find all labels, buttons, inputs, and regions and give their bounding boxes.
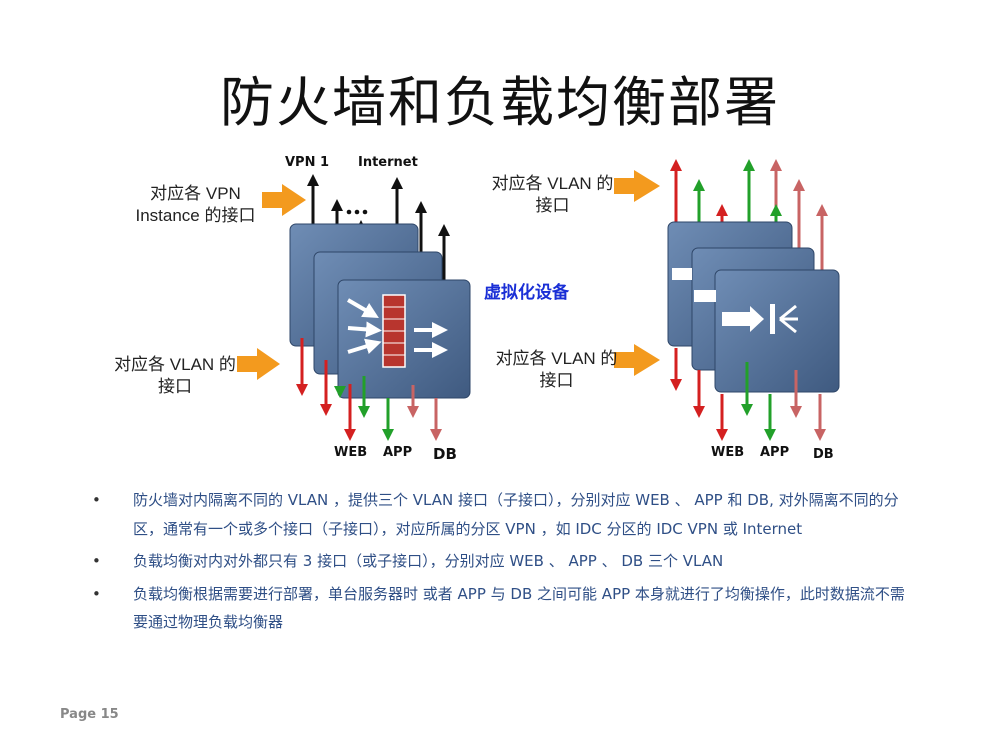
app-label: APP bbox=[383, 445, 413, 460]
bullet-dot: • bbox=[92, 584, 101, 603]
page-title: 防火墙和负载均衡部署 bbox=[220, 71, 780, 134]
orange-arrow-top bbox=[614, 170, 660, 202]
page-number: Page 15 bbox=[60, 707, 119, 722]
db-label: DB bbox=[433, 445, 457, 463]
bullet-dot: • bbox=[92, 491, 101, 509]
bullet-text: 负载均衡根据需要进行部署，单台服务器时 或者 APP 与 DB 之间可能 APP… bbox=[133, 584, 905, 632]
lb-box-front bbox=[714, 269, 840, 393]
bullet-item: • 负载均衡根据需要进行部署，单台服务器时 或者 APP 与 DB 之间可能 AP… bbox=[90, 580, 910, 637]
orange-arrow-vpn bbox=[262, 184, 306, 216]
lb-bottom-vlan-label: 对应各 VLAN 的接口 bbox=[495, 349, 618, 390]
firewall-brick-icon bbox=[382, 294, 406, 368]
internet-label: Internet bbox=[358, 155, 418, 170]
bullet-dot: • bbox=[92, 552, 101, 570]
lb-web-label: WEB bbox=[711, 445, 745, 460]
vpn-instance-interface-label: 对应各 VPN Instance 的接口 bbox=[135, 184, 256, 225]
orange-arrow-vlan bbox=[237, 348, 280, 380]
flow-arrows bbox=[346, 298, 448, 358]
lb-slot bbox=[672, 268, 692, 280]
bullet-item: • 负载均衡对内对外都只有 3 接口（或子接口），分别对应 WEB 、 APP 、… bbox=[90, 547, 910, 576]
lb-downlink-arrows bbox=[670, 348, 826, 441]
firewall-diagram bbox=[237, 174, 471, 441]
load-balancer-icon bbox=[722, 304, 798, 334]
lb-db-label: DB bbox=[813, 447, 834, 462]
vpn1-label: VPN 1 bbox=[285, 155, 330, 170]
vlan-interface-label: 对应各 VLAN 的接口 bbox=[114, 355, 236, 396]
lb-app-label: APP bbox=[760, 445, 790, 460]
virtual-device-label: 虚拟化设备 bbox=[484, 283, 569, 303]
web-label: WEB bbox=[334, 445, 368, 460]
lb-top-vlan-label: 对应各 VLAN 的接口 bbox=[491, 174, 614, 215]
bullet-text: 防火墙对内隔离不同的 VLAN ，提供三个 VLAN 接口（子接口），分别对应 … bbox=[133, 491, 899, 538]
lb-slot bbox=[694, 290, 716, 302]
load-balancer-diagram bbox=[614, 159, 840, 441]
bullet-item: • 防火墙对内隔离不同的 VLAN ，提供三个 VLAN 接口（子接口），分别对应… bbox=[90, 486, 910, 543]
bullet-text: 负载均衡对内对外都只有 3 接口（或子接口），分别对应 WEB 、 APP 、 … bbox=[133, 552, 724, 570]
orange-arrow-bottom bbox=[614, 344, 660, 376]
bullet-list: • 防火墙对内隔离不同的 VLAN ，提供三个 VLAN 接口（子接口），分别对应… bbox=[90, 486, 910, 641]
downlink-arrows bbox=[296, 338, 442, 441]
